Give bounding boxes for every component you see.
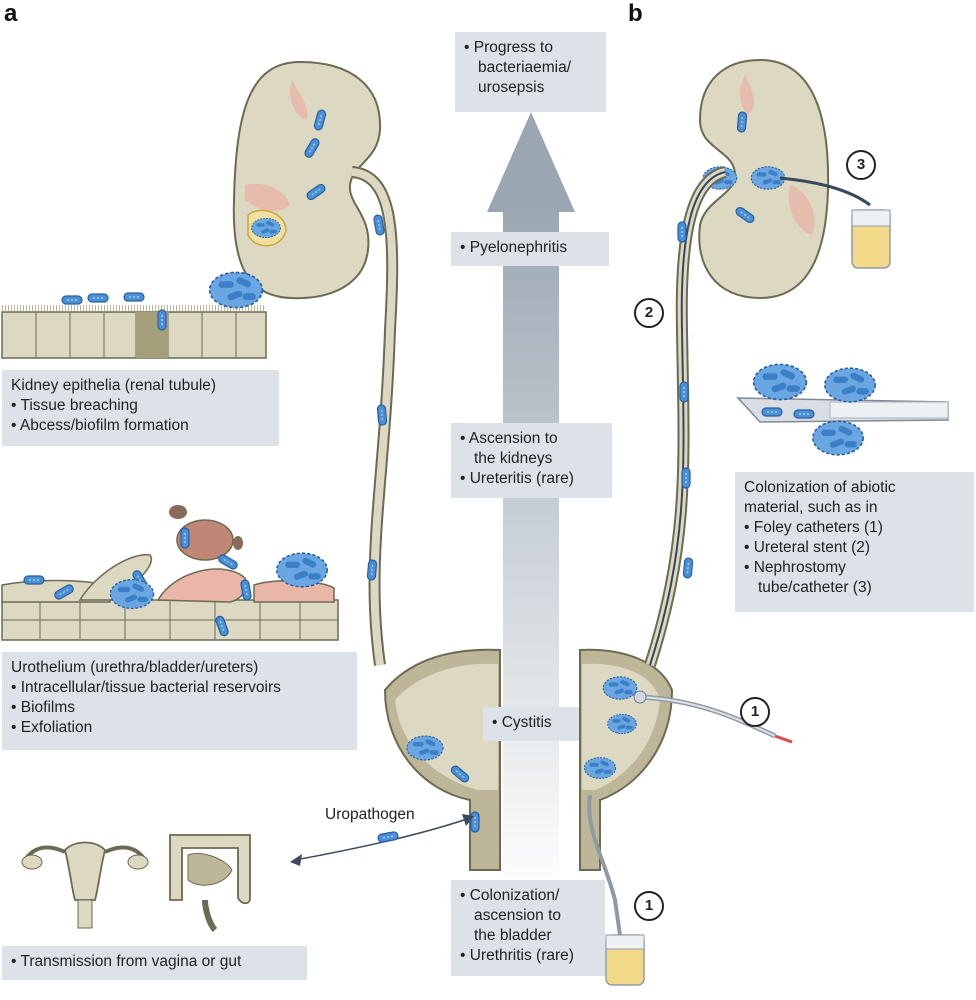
bladder [383, 648, 674, 871]
marker-3-nephrostomy: 3 [846, 150, 876, 180]
transmission-arrow [290, 814, 474, 866]
stage-pyelonephritis-text: • Pyelonephritis [460, 239, 568, 256]
reproductive-tract [21, 841, 149, 929]
abiotic-material-box: Colonization of abiotic material, such a… [735, 472, 974, 612]
abiotic-title-line2: material, such as in [744, 499, 878, 516]
abiotic-item-foley: • Foley catheters (1) [744, 519, 883, 536]
kidney-epithelia-item-2: • Abcess/biofilm formation [11, 417, 189, 434]
stage-colonization-line3: the bladder [474, 927, 552, 944]
panel-label-b: b [628, 0, 643, 27]
stage-ascension-kidneys-box: • Ascension to the kidneys • Ureteritis … [451, 423, 612, 498]
urothelium-title: Urothelium (urethra/bladder/ureters) [11, 659, 259, 676]
stage-urosepsis-line2: bacteriaemia/ [478, 59, 572, 76]
kidney-epithelia-item-1: • Tissue breaching [11, 397, 138, 414]
marker-2-stent: 2 [634, 298, 664, 328]
stage-ascension-line1: • Ascension to [460, 430, 558, 447]
abiotic-item-nephrostomy: • Nephrostomy [744, 559, 846, 576]
kidney-epithelia-box: Kidney epithelia (renal tubule) • Tissue… [2, 370, 279, 446]
kidney-epithelia-title: Kidney epithelia (renal tubule) [11, 377, 217, 394]
stage-ascension-line2: the kidneys [474, 450, 553, 467]
urothelium-item-1: • Intracellular/tissue bacterial reservo… [11, 679, 281, 696]
renal-tubule-epithelium [1, 271, 267, 359]
panel-label-a: a [4, 0, 18, 27]
stage-colonization-line1: • Colonization/ [460, 887, 560, 904]
urothelium-item-2: • Biofilms [11, 699, 75, 716]
stage-pyelonephritis-box: • Pyelonephritis [451, 232, 609, 266]
stage-urethritis-line: • Urethritis (rare) [460, 947, 574, 964]
stage-colonization-box: • Colonization/ ascension to the bladder… [451, 880, 605, 976]
stage-urosepsis-box: • Progress to bacteriaemia/ urosepsis [455, 32, 606, 112]
stage-ureteritis-line: • Ureteritis (rare) [460, 470, 574, 487]
urothelium-item-3: • Exfoliation [11, 719, 93, 736]
transmission-box: • Transmission from vagina or gut [2, 946, 307, 980]
transmission-text: • Transmission from vagina or gut [11, 953, 242, 970]
stage-colonization-line2: ascension to [474, 907, 562, 924]
stage-urosepsis-line1: • Progress to [464, 39, 553, 56]
uropathogen-label: Uropathogen [325, 806, 415, 823]
urothelium-box: Urothelium (urethra/bladder/ureters) • I… [2, 652, 357, 750]
abiotic-title-line1: Colonization of abiotic [744, 479, 896, 496]
marker-1-foley-bladder: 1 [740, 697, 770, 727]
stage-cystitis-box: • Cystitis [483, 707, 579, 741]
gut [169, 834, 251, 933]
marker-1-foley-bag: 1 [634, 891, 664, 921]
progression-arrow [487, 112, 575, 895]
kidney-right [644, 58, 891, 667]
stage-urosepsis-line3: urosepsis [478, 79, 545, 96]
kidney-left [232, 60, 399, 666]
catheter-biofilm [736, 363, 949, 456]
abiotic-item-stent: • Ureteral stent (2) [744, 539, 871, 556]
urothelium-layer [1, 505, 339, 641]
stage-cystitis-text: • Cystitis [492, 714, 552, 731]
foley-catheter [587, 690, 793, 986]
abiotic-item-nephrostomy-line2: tube/catheter (3) [758, 579, 872, 596]
